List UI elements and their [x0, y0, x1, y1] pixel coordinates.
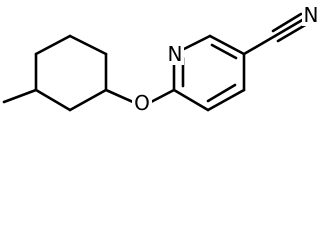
bond-nitrile-center [273, 17, 306, 38]
bond-ether-right [149, 88, 176, 104]
molecule-structure: N O N [2, 3, 320, 115]
ring-nitrogen-label: N [168, 42, 183, 66]
ether-oxygen-background [132, 92, 152, 114]
bond-nitrile-upper [271, 12, 303, 33]
bond-pyridine-double-3 [206, 83, 237, 103]
bond-cyclohexane-6 [34, 88, 72, 112]
bond-cyclohexane-5 [68, 88, 108, 112]
nitrile-nitrogen-label: N [304, 3, 319, 27]
bond-methyl [2, 88, 38, 104]
bond-pyridine-6 [172, 88, 210, 112]
bond-nitrile-lower [276, 22, 309, 43]
molecule-canvas: N O N [0, 0, 322, 117]
bond-pyridine-double-2 [210, 43, 238, 60]
bond-pyridine-3 [208, 34, 246, 56]
bond-cyclohexane-2 [34, 34, 72, 56]
nitrile-nitrogen-background [302, 4, 320, 26]
bond-ether-left [104, 88, 135, 104]
bond-to-nitrile [242, 34, 277, 56]
ether-oxygen-label: O [134, 91, 150, 115]
ring-nitrogen-background [166, 43, 184, 65]
bond-pyridine-5 [206, 88, 246, 112]
bond-cyclohexane-3 [68, 34, 108, 56]
